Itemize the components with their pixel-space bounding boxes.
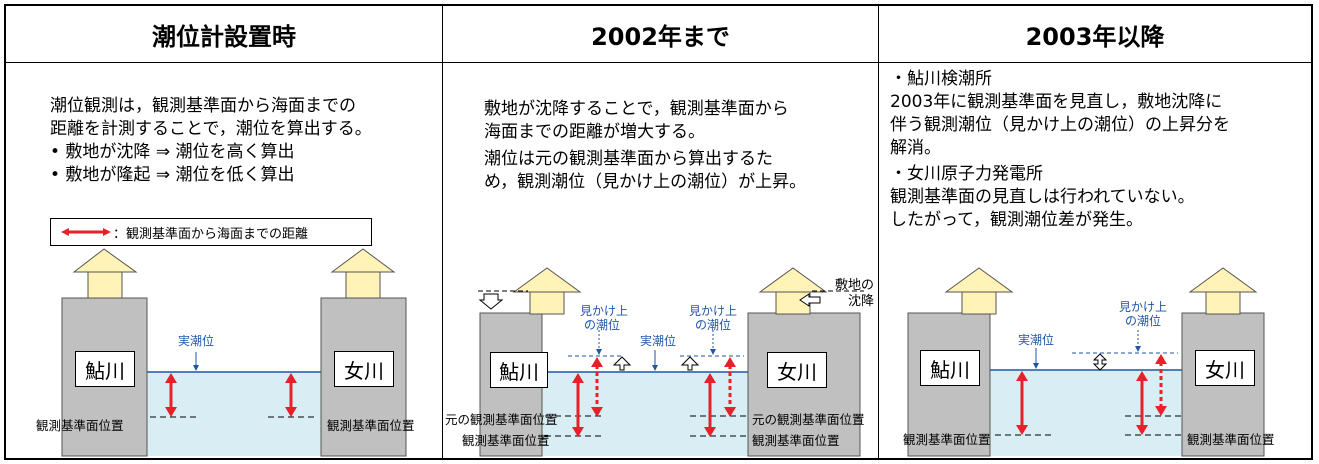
col3-text: 伴う観測潮位（見かけ上の潮位）の上昇分を: [890, 115, 1230, 135]
label-onagawa: 女川: [767, 352, 827, 388]
ref-label-right: 観測基準面位置: [327, 418, 415, 433]
col2-text: 海面までの距離が増大する。: [484, 122, 705, 142]
col1-text: 距離を計測することで，潮位を算出する。: [50, 119, 372, 139]
apparent-tide-label: 見かけ上の潮位: [1118, 300, 1167, 328]
column-divider: [878, 6, 879, 458]
label-ayukawa: 鮎川: [75, 351, 135, 387]
double-arrow-icon: [61, 228, 111, 236]
legend-text: ：観測基準面から海面までの距離: [113, 226, 309, 242]
header-col2: 2002年まで: [591, 22, 730, 51]
orig-ref-label-left: 元の観測基準面位置: [445, 412, 558, 427]
ref-label-left: 観測基準面位置: [903, 432, 991, 447]
col2-text: め，観測潮位（見かけ上の潮位）が上昇。: [484, 172, 807, 192]
col1-bullet: • 敷地が隆起 ⇒ 潮位を低く算出: [50, 165, 295, 185]
ref-label-left: 観測基準面位置: [462, 433, 550, 448]
col2-text: 潮位は元の観測基準面から算出するた: [484, 149, 773, 169]
col3-text: 2003年に観測基準面を見直し，敷地沈降に: [890, 92, 1223, 112]
actual-tide-label: 実潮位: [639, 334, 676, 348]
table-frame: 潮位計設置時 2002年まで 2003年以降: [4, 4, 1313, 460]
apparent-tide-label: 見かけ上の潮位: [688, 304, 737, 332]
col1-text: 潮位観測は，観測基準面から海面までの: [50, 96, 356, 116]
label-ayukawa: 鮎川: [920, 350, 980, 386]
header-col3: 2003年以降: [1025, 22, 1165, 51]
label-onagawa: 女川: [334, 351, 394, 387]
col2-text: 敷地が沈降することで，観測基準面から: [484, 99, 789, 119]
apparent-tide-label: 見かけ上の潮位: [580, 304, 629, 332]
ref-label-right: 観測基準面位置: [752, 433, 840, 448]
label-onagawa: 女川: [1195, 350, 1255, 386]
header-col1: 潮位計設置時: [152, 22, 296, 51]
label-ayukawa: 鮎川: [490, 352, 548, 388]
ref-label-left: 観測基準面位置: [36, 418, 124, 433]
col3-text: ・女川原子力発電所: [890, 164, 1043, 184]
ref-label-right: 観測基準面位置: [1187, 432, 1275, 447]
column-divider: [442, 6, 443, 458]
col3-text: したがって，観測潮位差が発生。: [890, 210, 1143, 230]
col3-text: 解消。: [890, 138, 941, 158]
orig-ref-label-right: 元の観測基準面位置: [752, 412, 865, 427]
col1-bullet: • 敷地が沈降 ⇒ 潮位を高く算出: [50, 142, 295, 162]
legend: ：観測基準面から海面までの距離: [50, 218, 372, 246]
actual-tide-label: 実潮位: [177, 334, 214, 348]
col3-text: 観測基準面の見直しは行われていない。: [890, 187, 1195, 207]
col3-text: ・鮎川検潮所: [890, 69, 992, 89]
header-divider: [6, 62, 1311, 63]
actual-tide-label: 実潮位: [1017, 333, 1054, 347]
subsidence-label: 敷地の沈降: [834, 278, 874, 309]
